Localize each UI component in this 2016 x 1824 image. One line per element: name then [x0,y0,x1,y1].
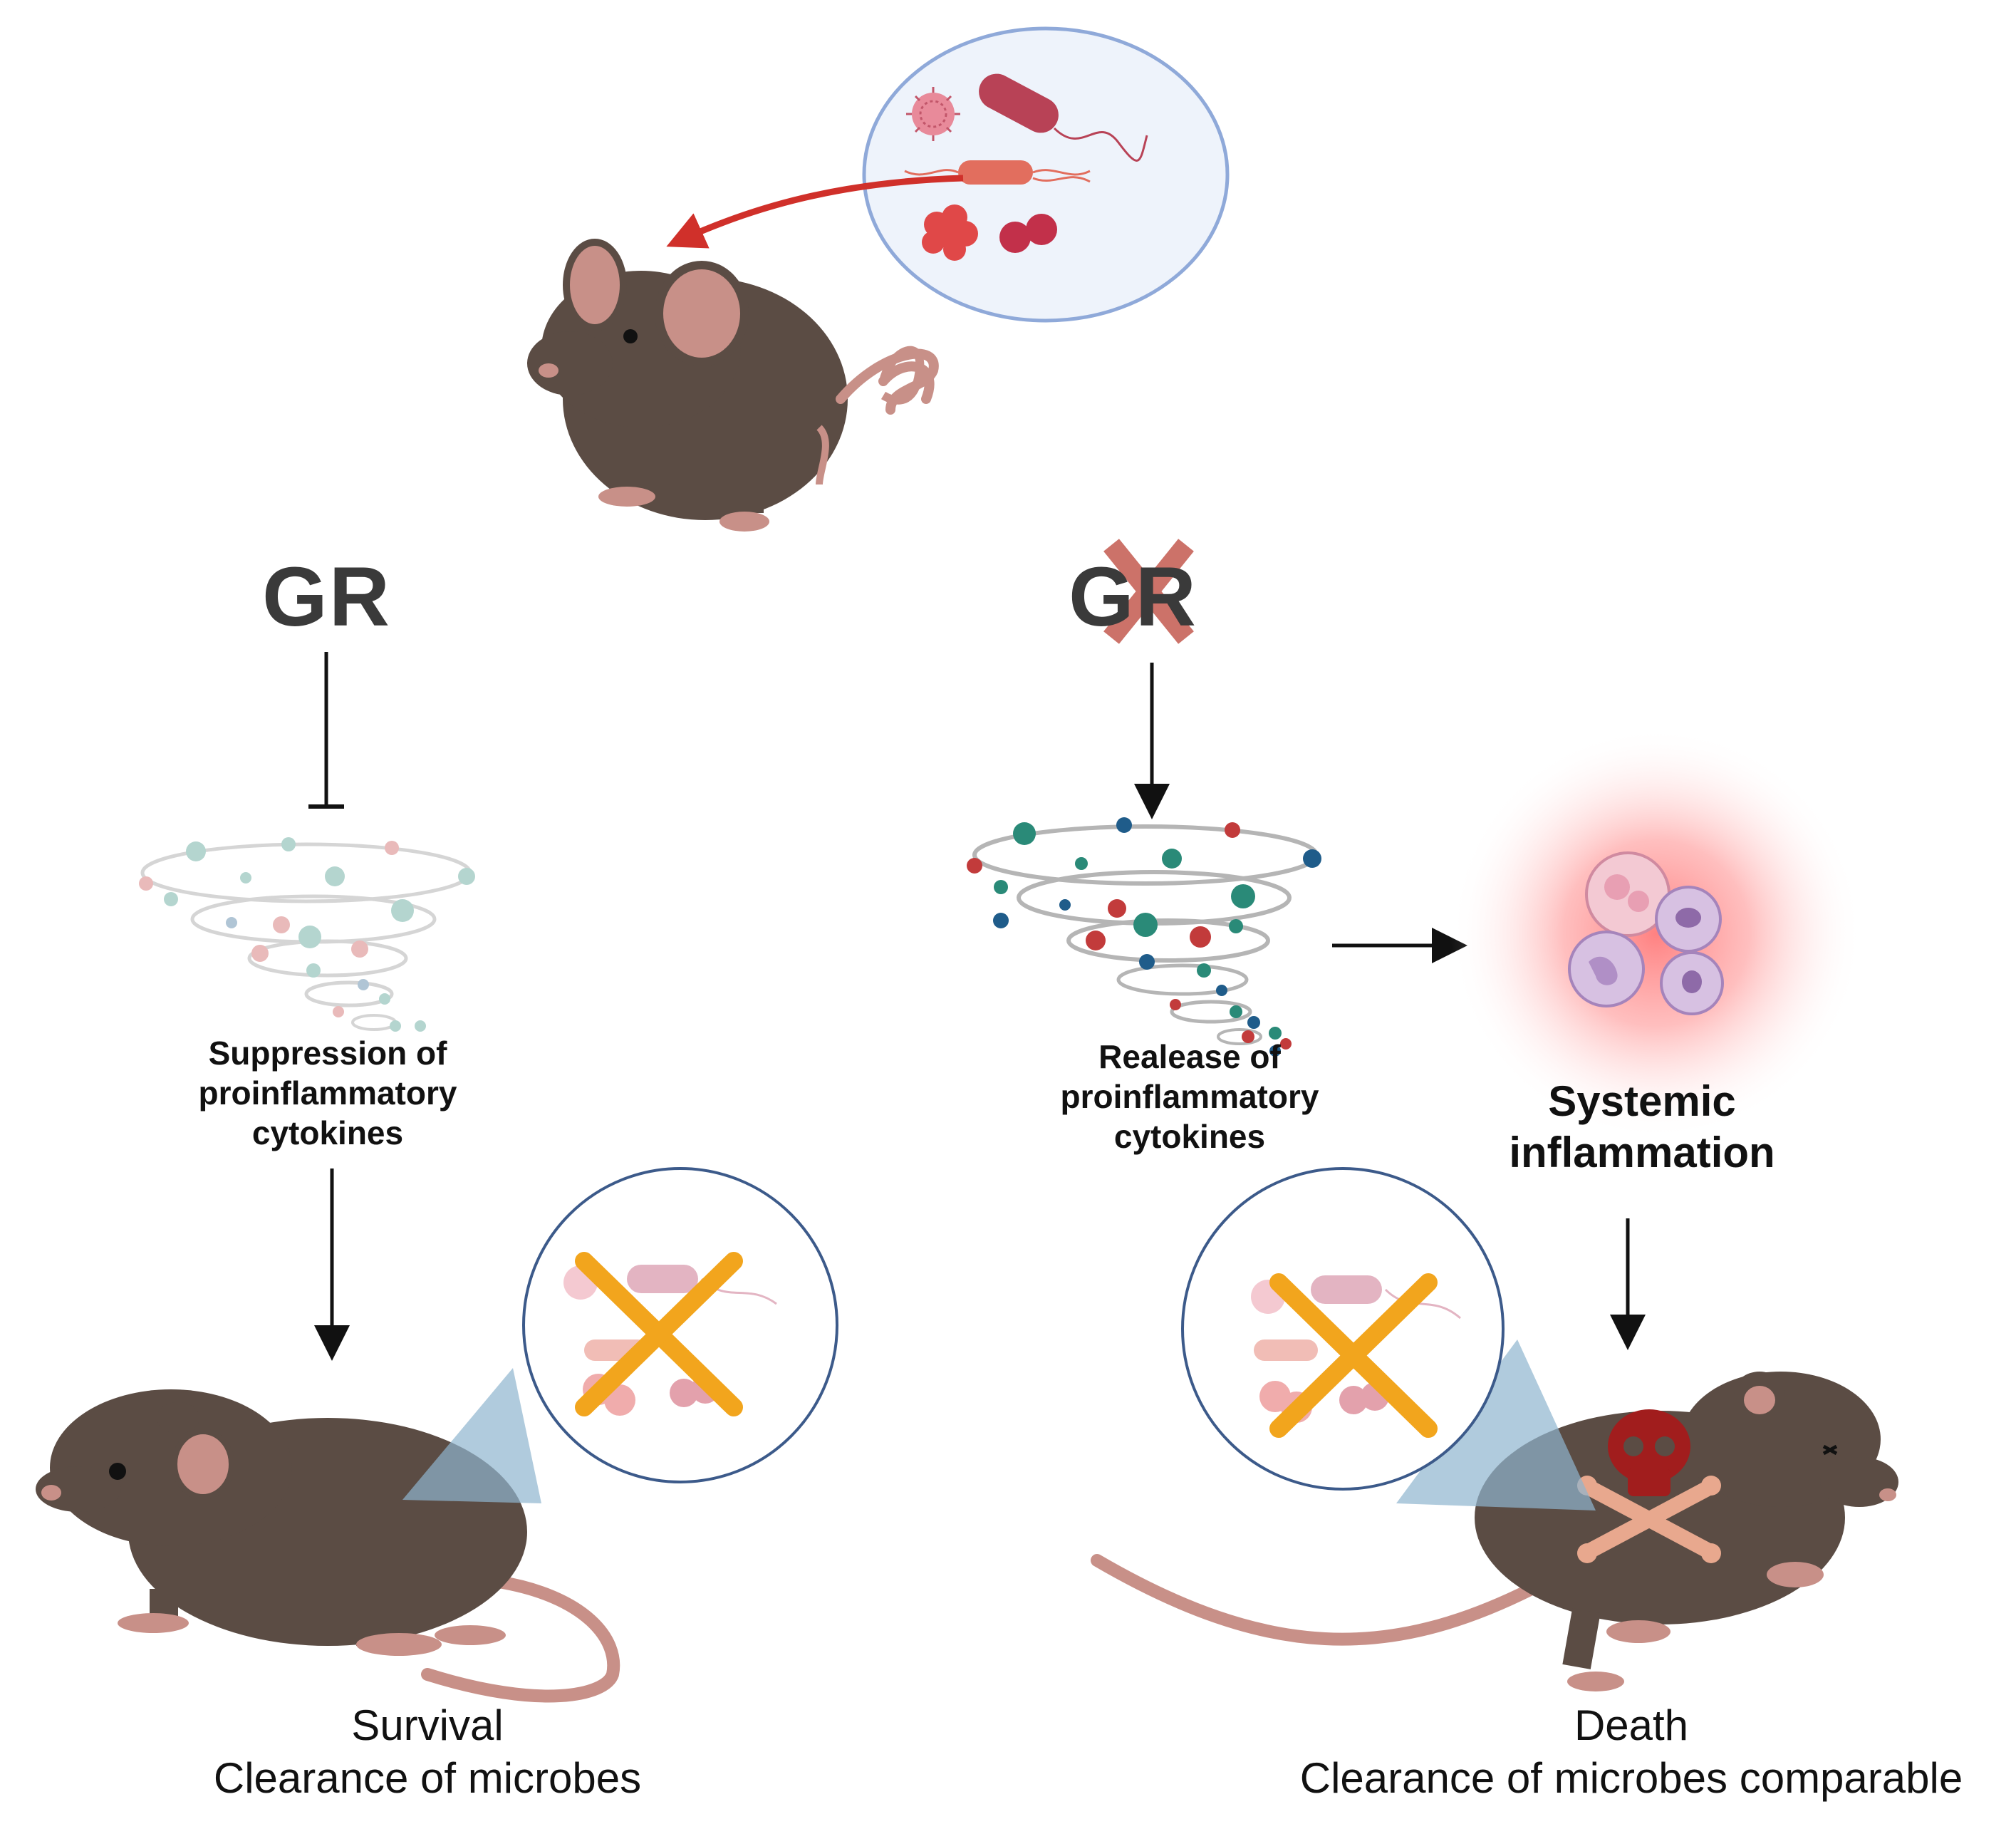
inhibition-line [308,652,344,809]
gr-label-right: GR [1069,550,1197,644]
left-caption-line-1: Suppression of [208,1035,447,1072]
rod-bacterium-icon [979,73,1148,162]
gr-cross-icon [1103,539,1194,644]
right-caption-line-2: proinflammatory [1060,1078,1319,1115]
cytokine-tornado-active [967,817,1321,1057]
right-outcome: Death Clearance of microbes comparable [1254,1699,2009,1805]
left-outcome: Survival Clearance of microbes [142,1699,712,1805]
flagellated-bacterium-icon [904,160,1091,185]
gr-label-left: GR [262,550,391,644]
skull-crossbones-icon [1577,1409,1721,1563]
cross-mark-right [1269,1273,1438,1438]
left-caption-line-2: proinflammatory [198,1074,457,1112]
virus-icon [906,87,960,141]
inflammation-glow [1450,727,1863,1140]
left-cytokine-caption: Suppression of proinflammatory cytokines [171,1033,484,1153]
right-outcome-line-2: Clearance of microbes comparable [1299,1754,1963,1802]
left-outcome-line-1: Survival [351,1701,504,1749]
microbe-circle-top [862,26,1230,323]
zoom-cone-left [402,1368,541,1503]
left-outcome-line-2: Clearance of microbes [213,1754,642,1802]
right-caption-line-1: Realease of [1098,1038,1281,1075]
cocci-cluster-icon [922,204,978,261]
microbe-circle-right [1181,1167,1505,1491]
right-cytokine-caption: Realease of proinflammatory cytokines [1033,1037,1346,1156]
right-caption-line-3: cytokines [1113,1118,1266,1155]
right-outcome-line-1: Death [1574,1701,1689,1749]
cytokine-tornado-faded [139,837,475,1032]
microbe-circle-left [522,1167,838,1483]
systemic-inflammation-label: Systemic inflammation [1446,1076,1838,1178]
inflammation-line-2: inflammation [1509,1129,1775,1176]
zoom-cone-right [1396,1340,1596,1510]
left-caption-line-3: cytokines [251,1114,404,1151]
cross-mark-left [575,1252,743,1416]
mouse-top [527,239,939,532]
inflammation-line-1: Systemic [1548,1077,1736,1125]
diplococcus-icon [999,214,1057,253]
infection-arrow [666,175,964,249]
